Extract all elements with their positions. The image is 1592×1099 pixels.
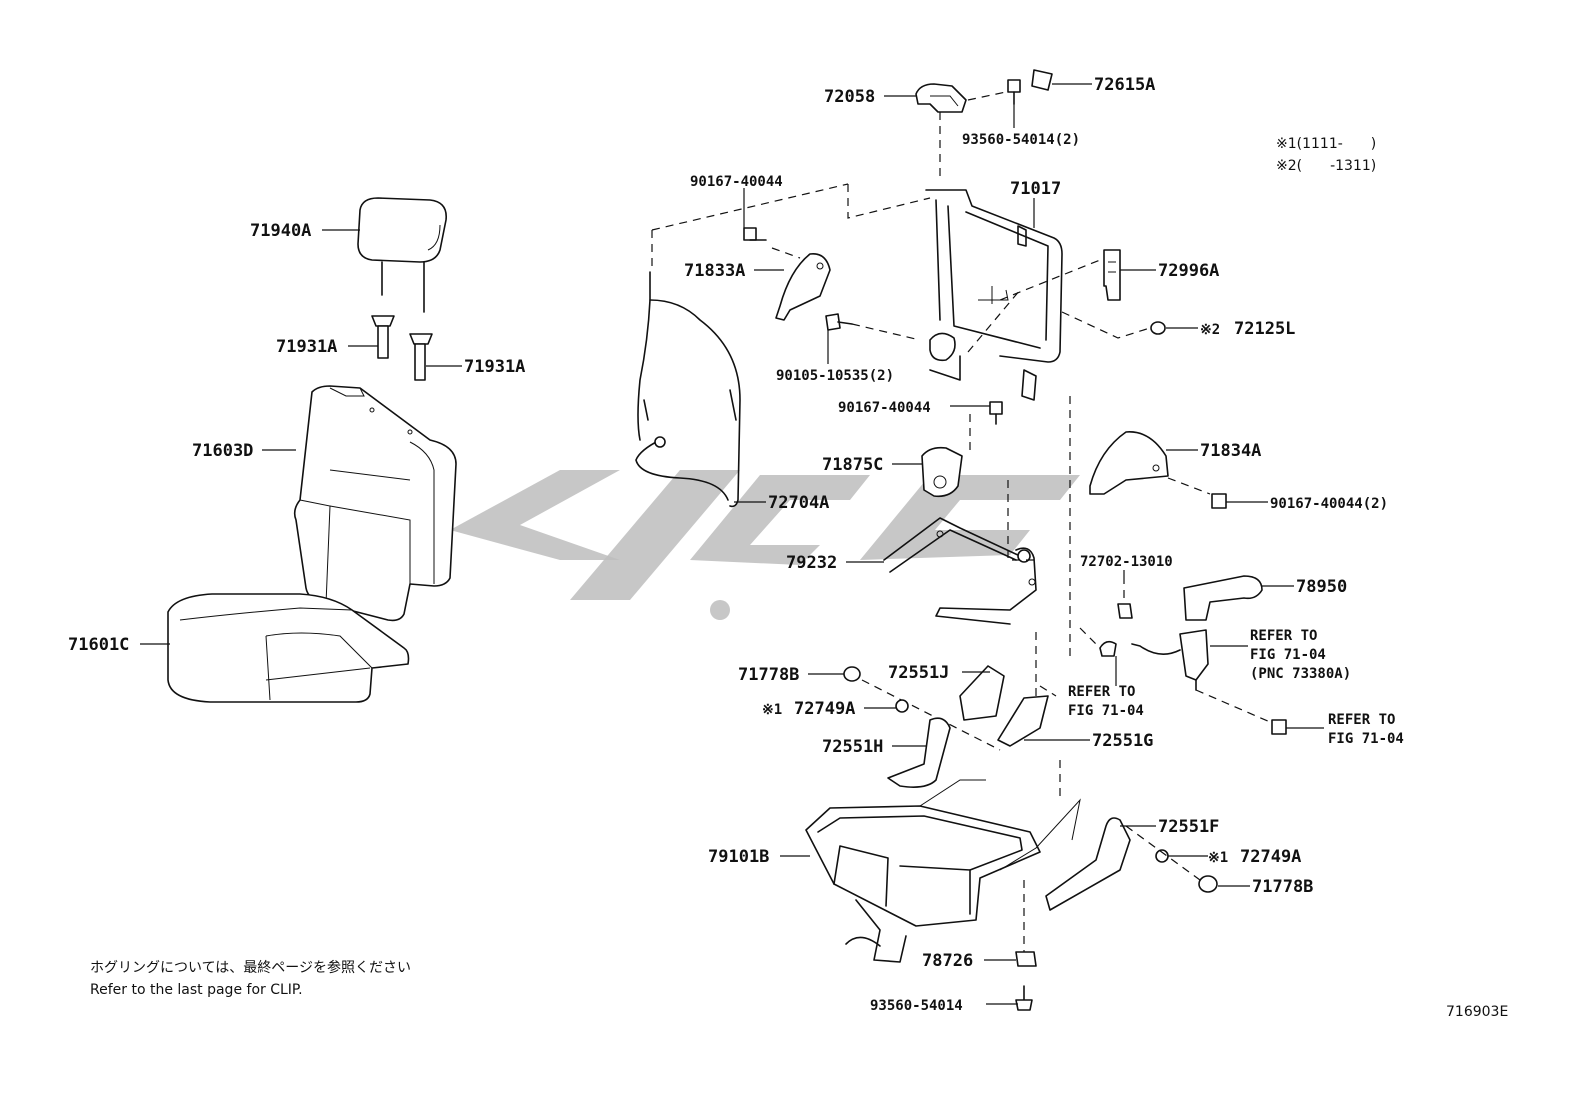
seatback-cover <box>293 385 457 622</box>
bolt-93560-bottom <box>1015 985 1033 1011</box>
cover-72551J <box>959 665 1005 721</box>
marker-2: ※2 <box>1200 322 1220 338</box>
cap-71778B-right <box>1198 875 1218 893</box>
label-72551F: 72551F <box>1158 817 1219 837</box>
label-71603D: 71603D <box>192 441 253 461</box>
hinge-cover-71834A <box>1089 431 1211 495</box>
figure-id: 716903E <box>1446 1004 1508 1020</box>
bolt-93560-top <box>1007 79 1021 105</box>
label-78950: 78950 <box>1296 577 1347 597</box>
watermark-logo <box>450 470 1080 620</box>
label-72704A: 72704A <box>768 493 829 513</box>
note-japanese: ホグリングについては、最終ページを参照ください <box>90 959 411 976</box>
refer-a-line1: REFER TO <box>1250 628 1317 644</box>
seat-cushion <box>167 593 410 703</box>
bolt-90105 <box>825 313 921 341</box>
label-72551H: 72551H <box>822 737 883 757</box>
recliner-bracket-79232 <box>883 517 1037 625</box>
label-71875C: 71875C <box>822 455 883 475</box>
cap-71778B-left <box>843 666 1001 751</box>
hinge-cover-71833A <box>775 253 831 321</box>
refer-b-line2: FIG 71-04 <box>1068 703 1144 719</box>
label-71833A: 71833A <box>684 261 745 281</box>
cushion-frame-79101B <box>805 779 1081 963</box>
headrest-guide-left <box>371 315 395 359</box>
clip-78726 <box>1015 880 1037 967</box>
label-71601C: 71601C <box>68 635 129 655</box>
label-71931A-right: 71931A <box>464 357 525 377</box>
marker-1-left: ※1 <box>762 702 782 718</box>
cover-72551F <box>1045 817 1131 911</box>
seat-belt-buckle <box>1131 629 1271 723</box>
seatback-frame-71017 <box>925 189 1101 401</box>
refer-b-line1: REFER TO <box>1068 684 1135 700</box>
label-90167-40044-top: 90167-40044 <box>690 174 783 190</box>
refer-a-line2: FIG 71-04 <box>1250 647 1326 663</box>
label-71778B-left: 71778B <box>738 665 799 685</box>
label-72749A-left: 72749A <box>794 699 855 719</box>
pad-72615A <box>1031 69 1053 91</box>
belt-78950 <box>1183 575 1263 621</box>
label-71940A: 71940A <box>250 221 311 241</box>
bolt-72702 <box>1117 576 1133 619</box>
label-72058: 72058 <box>824 87 875 107</box>
ring-small <box>1079 627 1117 657</box>
marker-1-right: ※1 <box>1208 850 1228 866</box>
label-72702-13010: 72702-13010 <box>1080 554 1173 570</box>
legend-line-2: ※2( -1311) <box>1276 158 1376 174</box>
screw-90167-mid <box>969 401 1003 454</box>
screw-90167-right <box>1211 493 1227 509</box>
label-71017: 71017 <box>1010 179 1061 199</box>
hinge-cover-72058 <box>915 83 967 113</box>
release-cable-72704A <box>635 271 741 508</box>
pad-72125L <box>1061 311 1166 339</box>
label-71931A-left: 71931A <box>276 337 337 357</box>
label-72551J: 72551J <box>888 663 949 683</box>
label-79232: 79232 <box>786 553 837 573</box>
label-93560-54014: 93560-54014 <box>870 998 963 1014</box>
cover-72551H <box>887 717 951 788</box>
label-71834A: 71834A <box>1200 441 1261 461</box>
headrest-guide-right <box>409 333 433 381</box>
leader-lines <box>140 83 1324 1005</box>
nut-72749A-left <box>895 699 909 713</box>
label-90105-10535-2: 90105-10535(2) <box>776 368 894 384</box>
refer-c-line2: FIG 71-04 <box>1328 731 1404 747</box>
refer-c-line1: REFER TO <box>1328 712 1395 728</box>
label-72125L: 72125L <box>1234 319 1295 339</box>
screw-90167-top <box>651 183 931 270</box>
cover-71875C <box>921 446 963 498</box>
label-72615A: 72615A <box>1094 75 1155 95</box>
label-72551G: 72551G <box>1092 731 1153 751</box>
label-90167-40044-2: 90167-40044(2) <box>1270 496 1388 512</box>
label-72749A-right: 72749A <box>1240 847 1301 867</box>
label-72996A: 72996A <box>1158 261 1219 281</box>
headrest <box>357 197 447 313</box>
label-79101B: 79101B <box>708 847 769 867</box>
latch-72996A <box>1103 249 1121 301</box>
refer-a-line3: (PNC 73380A) <box>1250 666 1351 682</box>
label-90167-40044-mid: 90167-40044 <box>838 400 931 416</box>
label-93560-54014-2: 93560-54014(2) <box>962 132 1080 148</box>
legend-line-1: ※1(1111- ) <box>1276 136 1376 152</box>
bolt-refer <box>1271 719 1287 735</box>
label-78726: 78726 <box>922 951 973 971</box>
note-english: Refer to the last page for CLIP. <box>90 982 303 998</box>
cover-72551G <box>997 685 1057 747</box>
label-71778B-right: 71778B <box>1252 877 1313 897</box>
